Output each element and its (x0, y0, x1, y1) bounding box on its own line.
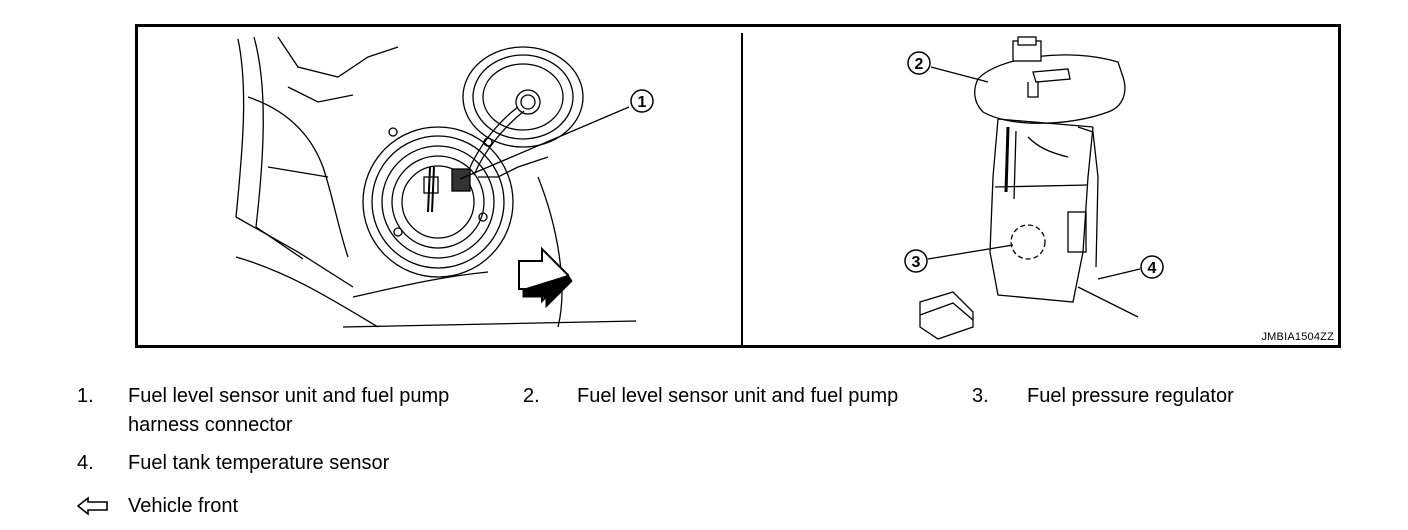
callout-1: 1 (459, 89, 654, 180)
svg-text:4: 4 (1148, 260, 1157, 277)
legend-number: 3. (972, 385, 989, 407)
figure-frame: 1 2 (135, 24, 1341, 348)
legend-text: Fuel pressure regulator (1027, 385, 1234, 407)
left-panel-drawing (235, 36, 637, 328)
callout-3: 3 (904, 244, 1014, 273)
legend-number: 1. (77, 385, 94, 407)
callout-2: 2 (907, 51, 989, 83)
svg-text:2: 2 (915, 56, 924, 73)
illustration: 1 2 (235, 33, 1164, 345)
legend-text: Fuel level sensor unit and fuel pump (577, 385, 899, 407)
svg-text:3: 3 (912, 254, 921, 271)
vehicle-front-arrow-icon (518, 246, 573, 309)
legend-text: Fuel level sensor unit and fuel pump (128, 385, 450, 407)
callout-4: 4 (1097, 255, 1164, 280)
arrow-left-outline-icon (76, 496, 110, 524)
figure-code: JMBIA1504ZZ (1261, 331, 1334, 343)
legend-text: Vehicle front (128, 495, 239, 517)
right-panel-drawing (919, 36, 1139, 340)
legend-text-continued: harness connector (128, 414, 293, 436)
legend-number: 4. (77, 452, 94, 474)
legend-number: 2. (523, 385, 540, 407)
legend-text: Fuel tank temperature sensor (128, 452, 390, 474)
svg-text:1: 1 (638, 94, 647, 111)
